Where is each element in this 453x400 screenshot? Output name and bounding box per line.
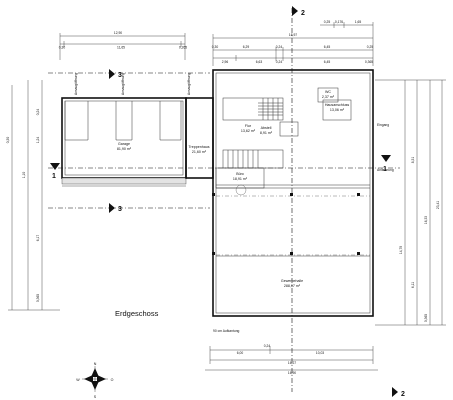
dim-right-e: 6,29 [243,45,250,49]
room-area-buero: 18,91 m² [233,177,248,181]
dim-top-total: 12,90 [114,31,122,35]
section-1-right-label: 1 [383,166,387,173]
section-marker-2-top: 2 [292,6,305,17]
note-anlieferung: Anlieferung [377,168,394,172]
dim-top-c: 0,265 [179,46,187,50]
section-3-upper-label: 3 [118,72,122,79]
section-1-left-arrow [50,163,60,170]
dimension-chain-bottom: 0,24 6,00 10,03 16,27 16,90 [205,344,378,375]
section-2-bottom-label: 2 [401,391,405,398]
room-name-buero: Büro [236,172,244,176]
dim-top-b: 11,65 [117,46,125,50]
compass-west-arrow [84,375,93,383]
room-area-abstell: 8,91 m² [260,131,273,135]
dim-right-v2: 14,79 [399,246,403,254]
dim-right-g: 6,45 [324,45,331,49]
room-name-abstell: Abstell [261,126,272,130]
dim-right-d: 0,30 [212,45,219,49]
dim-right-v1: 8,31 [411,157,415,164]
dim-right-k: 0,24 [276,60,283,64]
compass-east-arrow [97,375,106,383]
room-name-hausanschluss: Hausanschluss [325,103,350,107]
note-aufkantung: 90 cm Aufkantung [213,329,240,333]
room-name-treppenhaus: Treppenhaus [188,145,209,149]
section-marker-3-lower: 3 [109,203,122,213]
room-name-wc: WC [325,90,331,94]
dim-left-b: 0,24 [36,109,40,116]
dimension-chain-top-right: 16,97 0,25 0,176 1,65 0,30 6,29 0,24 6,4… [212,20,374,66]
dim-right-b: 0,176 [335,20,343,24]
section-2-bottom-arrow [392,387,398,397]
dim-right-f: 0,24 [276,45,283,49]
dim-left-a: 0,30 [6,137,10,144]
dim-left-e: 6,17 [36,235,40,242]
note-ansaug-2: Ansaugöffnung [121,73,125,95]
section-3-lower-arrow [109,203,115,213]
dim-right-i: 2,96 [222,60,229,64]
dimension-chain-top-left: 12,90 0,30 11,65 0,265 [59,31,187,60]
compass-south-arrow [91,381,99,390]
room-area-flur: 13,62 m² [241,129,256,133]
room-name-gewerbehalle: Gewerbehalle [281,279,303,283]
room-labels: Garage 81,90 m² Treppenhaus 21,60 m² Flu… [117,90,349,288]
dim-right-v4: 23,41 [436,201,440,209]
room-area-wc: 2,37 m² [322,95,335,99]
room-name-flur: Flur [245,124,252,128]
compass-south-label: S [94,395,97,399]
room-area-treppenhaus: 21,60 m² [192,150,207,154]
dim-right-c: 1,65 [355,20,362,24]
section-marker-2-bottom: 2 [392,387,405,398]
note-ansaug-1: Ansaugöffnung [74,73,78,95]
dim-right-j: 6,63 [256,60,263,64]
room-area-gewerbehalle: 288,07 m² [284,284,301,288]
stair-treads-lower [227,150,259,168]
compass-east-label: O [111,378,114,382]
dim-right-v6: 0,365 [424,314,428,322]
stair-treads-upper [258,98,283,120]
compass-rose: N S W O [76,362,113,399]
hall-grid [212,193,370,256]
section-2-top-arrow [292,6,298,16]
section-3-lower-label: 3 [118,206,122,213]
annotations: Ansaugöffnung Ansaugöffnung Ansaugöffnun… [74,73,394,333]
dim-right-total: 16,97 [289,33,297,37]
section-3-upper-arrow [109,69,115,79]
section-marker-1-right: 1 [381,155,391,173]
dim-top-a: 0,30 [59,46,66,50]
section-marker-1-left: 1 [50,163,60,180]
drawing-title: Erdgeschoss [115,309,159,318]
dim-right-v3: 16,33 [424,216,428,224]
compass-north-arrow [91,368,99,377]
section-lines [48,8,400,392]
dim-right-m: 0,365 [365,60,373,64]
dim-bottom-c: 10,03 [316,351,324,355]
dim-left-d: 1,10 [22,172,26,179]
dim-right-v5: 6,11 [411,282,415,288]
compass-north-label: N [94,362,97,366]
dim-right-l: 6,45 [324,60,331,64]
dimension-chain-left: 0,30 0,24 1,24 1,10 6,17 0,365 [6,80,60,311]
dim-left-c: 1,24 [36,137,40,144]
dimension-chain-right: 8,31 14,79 16,33 23,41 6,11 0,365 [375,79,446,326]
compass-west-label: W [76,378,80,382]
dim-left-f: 0,365 [36,294,40,302]
section-2-top-label: 2 [301,10,305,17]
section-marker-3-upper: 3 [109,69,122,79]
dim-bottom-b: 6,00 [237,351,244,355]
section-1-left-label: 1 [52,173,56,180]
room-name-garage: Garage [118,142,130,146]
room-area-hausanschluss: 13,06 m² [330,108,345,112]
note-eingang: Eingang [377,123,389,127]
room-area-garage: 81,90 m² [117,147,132,151]
dim-right-a: 0,25 [324,20,331,24]
dim-bottom-a: 0,24 [264,344,271,348]
note-ansaug-3: Ansaugöffnung [187,73,191,95]
section-1-right-arrow [381,155,391,162]
dim-right-h: 0,25 [367,45,374,49]
